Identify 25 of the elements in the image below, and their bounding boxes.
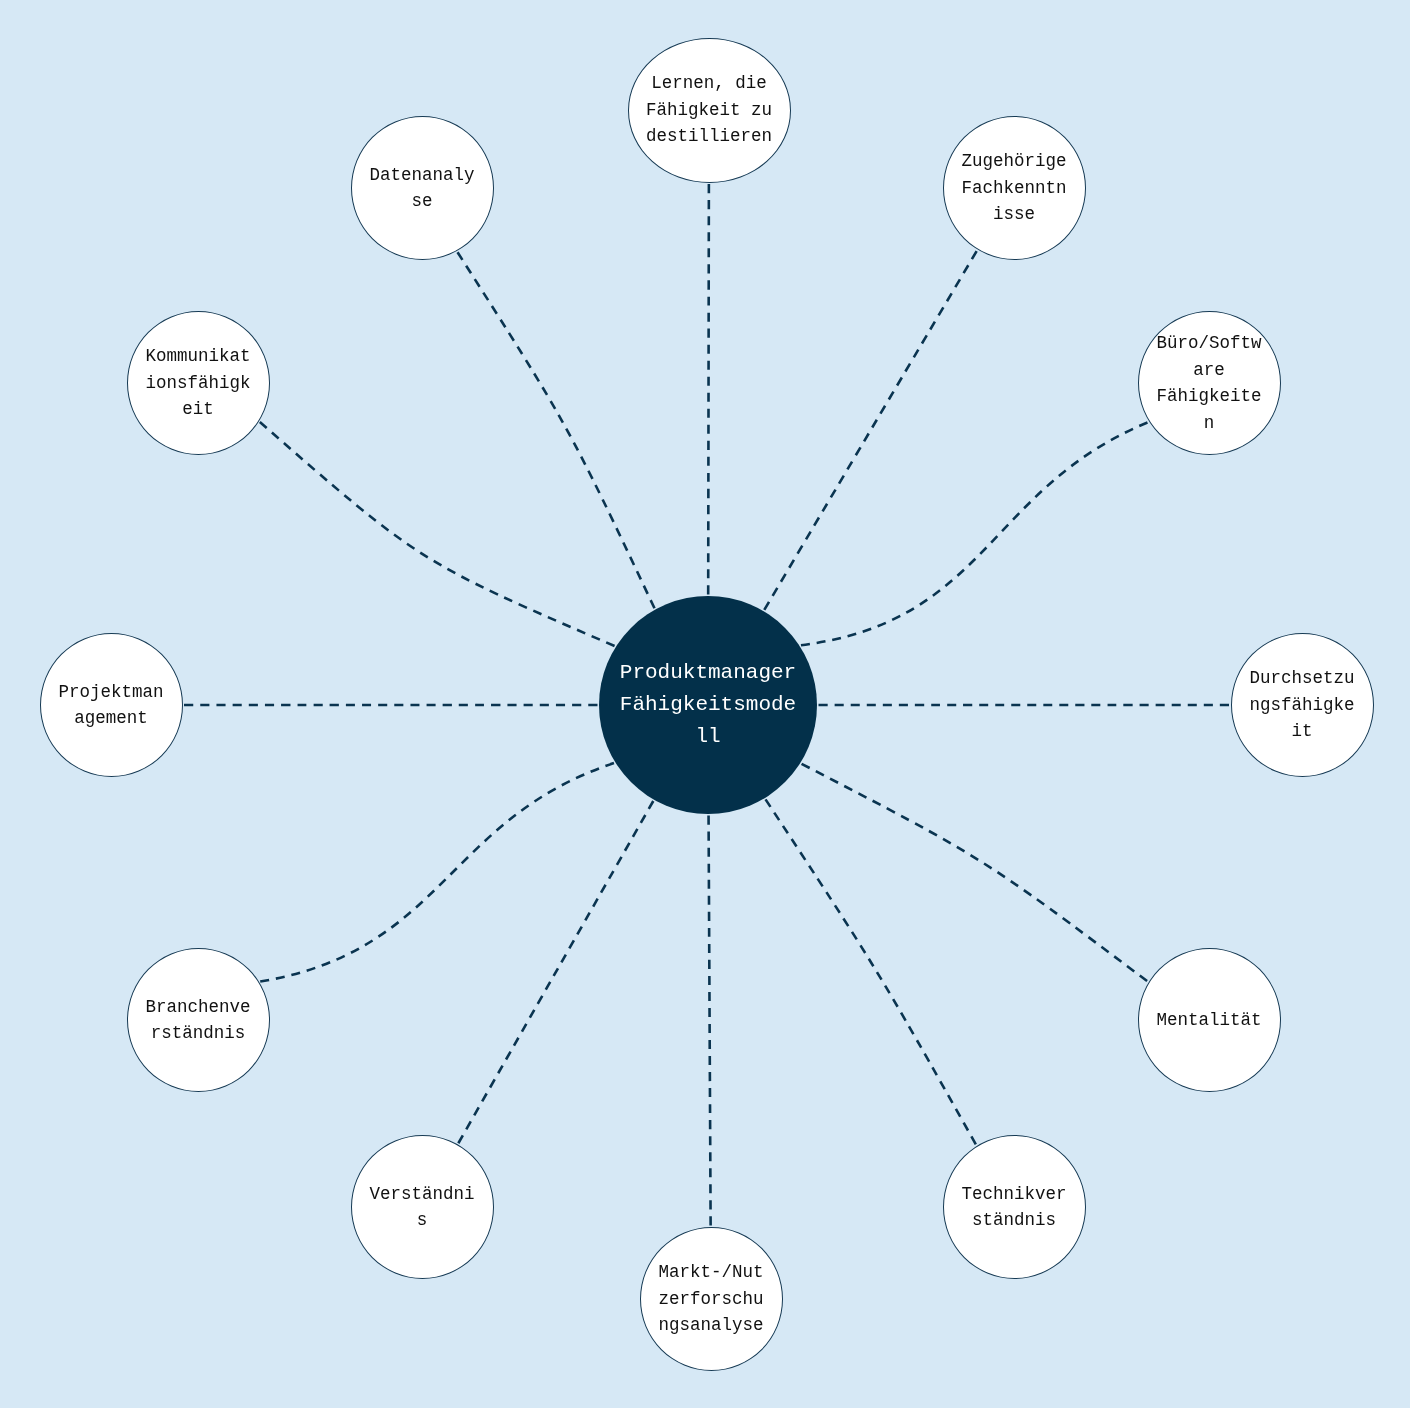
dashed-connector bbox=[800, 762, 1148, 983]
node-label: Zugehörige Fachkenntnisse bbox=[960, 150, 1068, 227]
dashed-connector bbox=[707, 815, 712, 1226]
dashed-connector bbox=[800, 421, 1149, 647]
node-label: Technikverständnis bbox=[960, 1182, 1068, 1232]
dashed-connector bbox=[763, 250, 978, 611]
node-label: Büro/Software Fähigkeiten bbox=[1155, 332, 1263, 435]
dashed-connector bbox=[818, 703, 1229, 707]
dashed-connector bbox=[259, 421, 616, 648]
node-label: Verständnis bbox=[368, 1182, 476, 1232]
node-label: Markt-/Nutzerforschungsanalyse bbox=[657, 1261, 765, 1338]
node-label: Branchenverständnis bbox=[144, 995, 252, 1045]
node-label: Kommunikationsfähigkeit bbox=[144, 345, 252, 422]
node-label: Datenanalyse bbox=[368, 163, 476, 213]
dashed-connector bbox=[706, 184, 711, 595]
node-label: Mentalität bbox=[1155, 1008, 1263, 1032]
dashed-connector bbox=[456, 251, 656, 609]
node-label: Durchsetzungsfähigkeit bbox=[1248, 667, 1356, 744]
dashed-connector bbox=[184, 703, 598, 707]
dashed-connector bbox=[259, 761, 615, 983]
node-label: Projektmanagement bbox=[57, 680, 165, 730]
node-label: Lernen, die Fähigkeit zu destillieren bbox=[645, 72, 773, 149]
dashed-connector bbox=[764, 798, 977, 1145]
dashed-connector bbox=[457, 800, 655, 1144]
node-label: Produktmanager Fähigkeitsmodell bbox=[618, 660, 798, 750]
